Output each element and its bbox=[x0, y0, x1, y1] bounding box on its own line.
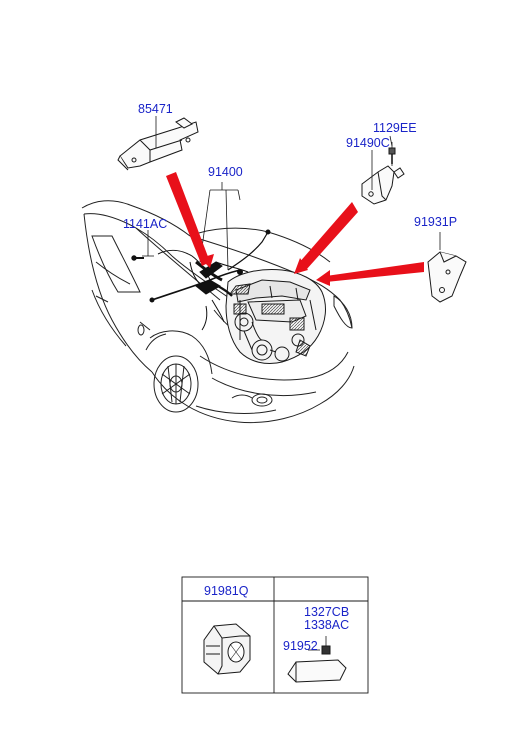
table-part-91952[interactable]: 91952 bbox=[283, 639, 318, 653]
arrow-91931P bbox=[326, 262, 424, 282]
table-part-1338AC[interactable]: 1338AC bbox=[304, 618, 350, 632]
table-part-1327CB[interactable]: 1327CB bbox=[304, 605, 350, 619]
car-outline bbox=[81, 200, 355, 424]
connector-91981Q bbox=[203, 623, 251, 675]
plate-91931P bbox=[427, 251, 467, 303]
red-pointer-arrows bbox=[166, 172, 424, 286]
engine-assembly bbox=[225, 269, 326, 365]
bracket-85471 bbox=[117, 117, 199, 171]
bolt-1129EE bbox=[388, 142, 396, 166]
wiring-harness bbox=[131, 229, 271, 331]
table-header-91981Q[interactable]: 91981Q bbox=[204, 584, 249, 598]
plate-91952 bbox=[287, 636, 347, 683]
leader-lines bbox=[142, 116, 441, 271]
callout-85471[interactable]: 85471 bbox=[138, 102, 173, 116]
callout-91931P[interactable]: 91931P bbox=[414, 215, 458, 229]
arrow-91490C bbox=[298, 202, 358, 270]
callout-1129EE[interactable]: 1129EE bbox=[373, 121, 417, 135]
callout-91400[interactable]: 91400 bbox=[208, 165, 243, 179]
callout-1141AC[interactable]: 1141AC bbox=[123, 217, 168, 231]
callout-91490C[interactable]: 91490C bbox=[346, 136, 390, 150]
arrow-85471 bbox=[166, 172, 210, 266]
bracket-91490C bbox=[361, 165, 405, 205]
parts-table bbox=[181, 576, 369, 694]
